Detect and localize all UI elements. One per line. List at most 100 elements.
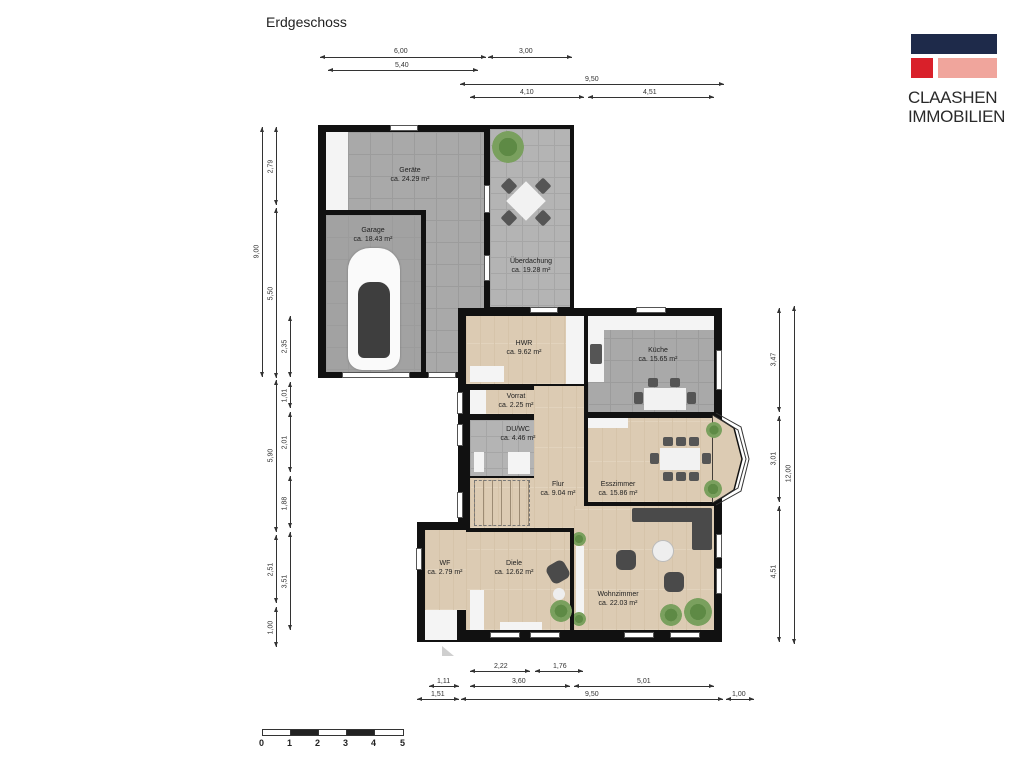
scale-segment [318,729,347,736]
logo-line1: CLAASHEN [908,88,998,107]
dim-label: 5,01 [637,678,651,685]
window [716,568,722,594]
plant-icon [572,532,586,546]
dim-label: 2,22 [494,663,508,670]
scale-segment [262,729,291,736]
chair-icon [689,472,699,481]
kitchen-counter [588,316,714,330]
dim-line [588,95,714,99]
dim-line [320,55,486,59]
bench [500,622,542,630]
dim-line [288,382,292,408]
plant-icon [550,600,572,622]
dim-label: 1,11 [437,678,451,685]
plant-icon [684,598,712,626]
side-table [553,588,565,600]
window [716,534,722,558]
window [428,372,456,378]
window [484,255,490,281]
garage-door [342,372,410,378]
chair-icon [676,437,686,446]
chair-icon [663,472,673,481]
chair-icon [687,392,696,404]
window [457,492,463,518]
dim-label: 4,51 [643,89,657,96]
chair-icon [650,453,659,464]
dim-label: 3,51 [281,574,289,589]
dim-label: 2,35 [281,339,289,354]
dim-line [288,476,292,528]
stove-icon [590,344,602,364]
window [716,350,722,390]
logo-text: CLAASHEN IMMOBILIEN [908,88,1006,126]
staircase-icon [474,480,530,526]
dim-line [777,506,781,642]
dim-label: 1,00 [267,620,275,635]
window [490,632,520,638]
dim-line [274,380,278,532]
dim-label: 3,47 [770,352,778,367]
dim-line [792,306,796,644]
scale-tick: 0 [259,738,265,748]
logo-navy-bar [911,34,997,54]
coffee-table [652,540,674,562]
garage-wall [421,210,426,372]
dim-line [288,412,292,472]
plant-icon [492,131,524,163]
plant-icon [660,604,682,626]
dim-label: 1,76 [553,663,567,670]
entrance-arrow-icon [442,646,454,656]
living-wall [570,532,574,630]
sideboard [588,418,628,428]
dim-label: 5,40 [395,62,409,69]
window [484,185,490,213]
radiator [576,546,584,614]
dim-label: 6,00 [394,48,408,55]
scale-segment [374,729,404,736]
chair-icon [670,378,680,387]
dim-label: 12,00 [785,464,793,483]
dim-line [417,697,459,701]
window [457,392,463,414]
logo-pink-block [938,58,997,78]
dim-label: 9,50 [585,691,599,698]
dim-label: 2,01 [281,435,289,450]
toilet [474,452,484,472]
dining-table [660,448,700,470]
logo-line2: IMMOBILIEN [908,107,1006,126]
dim-label: 2,79 [267,159,275,174]
dim-label: 1,51 [431,691,445,698]
dim-label: 4,51 [770,564,778,579]
window [636,307,666,313]
dim-line [777,308,781,412]
dim-label: 5,50 [267,286,275,301]
dim-line [288,316,292,377]
chair-icon [689,437,699,446]
wardrobe [470,590,484,630]
scale-tick: 1 [287,738,293,748]
scale-segment [290,729,319,736]
chair-icon [634,392,643,404]
dim-line [288,532,292,630]
dim-line [777,416,781,502]
wf-floor [425,530,466,610]
bay-window-icon [712,412,750,506]
chair-icon [702,453,711,464]
dim-label: 4,10 [520,89,534,96]
dim-line [726,697,754,701]
dim-line [274,208,278,378]
dim-line [274,535,278,603]
dim-line [260,127,264,377]
chair-icon [648,378,658,387]
flur-floor [534,386,584,528]
garage-wall [326,210,426,215]
dim-line [574,684,714,688]
